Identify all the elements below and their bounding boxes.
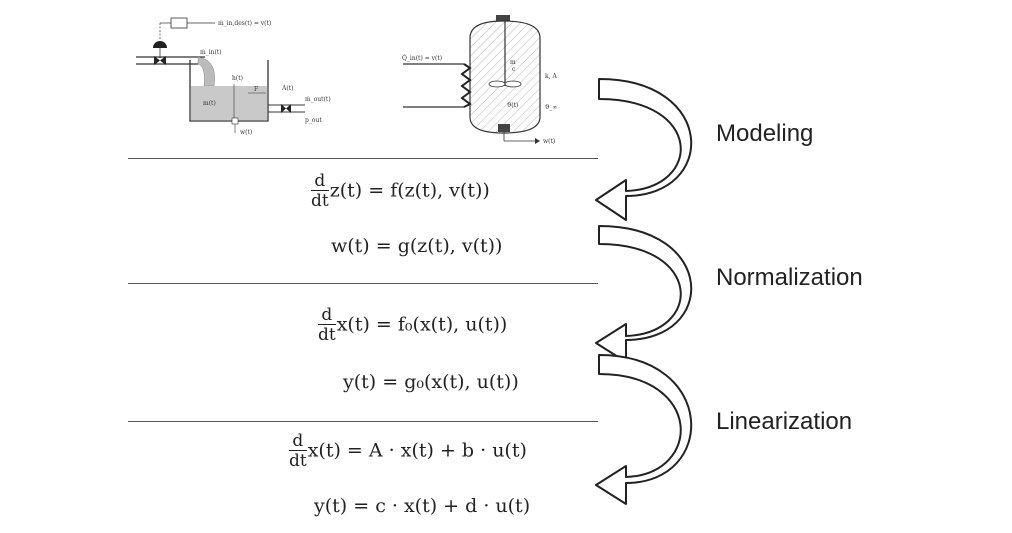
curved-arrow-normalization-icon bbox=[595, 225, 693, 363]
equation-linear-output: y(t) = c · x(t) + d · u(t) bbox=[314, 495, 531, 517]
frac-numerator: d bbox=[321, 305, 333, 325]
equation-nonlinear-output: w(t) = g(z(t), v(t)) bbox=[331, 235, 503, 257]
inlet-valve-icon bbox=[154, 56, 166, 65]
equation-normalized-state: d dt x(t) = f₀(x(t), u(t)) bbox=[318, 306, 507, 345]
equation-rhs: z(t) = f(z(t), v(t)) bbox=[329, 179, 490, 202]
step-label-linearization: Linearization bbox=[716, 408, 853, 435]
frac-denominator: dt bbox=[289, 450, 307, 471]
reactor-label-heat-in: Q̇_in(t) = v(t) bbox=[402, 55, 442, 62]
derivative-operator: d dt bbox=[289, 432, 307, 471]
tank-label-height: h(t) bbox=[232, 75, 243, 82]
tank-label-inflow: ṁ_in(t) bbox=[200, 49, 222, 56]
equation-linear-state: d dt x(t) = A · x(t) + b · u(t) bbox=[289, 432, 527, 471]
tank-schematic: ṁ_in,des(t) = v(t) ṁ_in(t) h(t) F m(t) A… bbox=[136, 17, 331, 136]
reactor-schematic: Q̇_in(t) = v(t) m c k, A ϑ(t) ϑ_∞ w(t) bbox=[402, 15, 557, 145]
separator-line bbox=[128, 158, 598, 159]
reactor-top-nozzle bbox=[496, 15, 510, 21]
actuator-box bbox=[170, 17, 188, 29]
derivative-operator: d dt bbox=[311, 172, 329, 211]
tank-label-mass: m(t) bbox=[203, 100, 216, 107]
valve-actuator-icon bbox=[153, 41, 167, 48]
outlet-valve-icon bbox=[281, 104, 291, 113]
reactor-label-m: m bbox=[510, 59, 516, 66]
equation-nonlinear-state: d dt z(t) = f(z(t), v(t)) bbox=[311, 172, 490, 211]
derivative-operator: d dt bbox=[318, 306, 336, 345]
reactor-label-theta-t: ϑ(t) bbox=[507, 102, 518, 109]
separator-line bbox=[128, 283, 598, 284]
stirrer-blade-icon bbox=[488, 80, 506, 88]
frac-numerator: d bbox=[292, 431, 304, 451]
step-label-normalization: Normalization bbox=[716, 264, 863, 291]
reactor-label-output: w(t) bbox=[543, 138, 555, 145]
step-label-modeling: Modeling bbox=[716, 120, 814, 147]
curved-arrow-modeling-icon bbox=[595, 78, 693, 221]
separator-line bbox=[128, 421, 598, 422]
tank-label-inflow-top: ṁ_in,des(t) = v(t) bbox=[218, 20, 271, 27]
reactor-label-k-a: k, A bbox=[545, 73, 557, 80]
frac-numerator: d bbox=[314, 171, 326, 191]
tank-label-outlet-area: A(t) bbox=[281, 85, 293, 92]
tank-fluid bbox=[191, 86, 267, 120]
equation-rhs: x(t) = f₀(x(t), u(t)) bbox=[336, 313, 508, 336]
tank-label-pressure: p_out bbox=[305, 117, 322, 124]
reactor-label-theta-inf: ϑ_∞ bbox=[545, 104, 557, 111]
frac-denominator: dt bbox=[318, 324, 336, 345]
equation-normalized-output: y(t) = g₀(x(t), u(t)) bbox=[343, 371, 519, 393]
tank-label-output: w(t) bbox=[240, 129, 252, 136]
curved-arrow-linearization-icon bbox=[595, 354, 693, 505]
equation-rhs: x(t) = A · x(t) + b · u(t) bbox=[307, 439, 527, 462]
heating-coil-icon bbox=[460, 63, 472, 108]
reactor-label-c: c bbox=[512, 66, 516, 73]
tank-label-outflow: ṁ_out(t) bbox=[305, 96, 331, 103]
tank-label-area-f: F bbox=[254, 86, 258, 93]
frac-denominator: dt bbox=[311, 190, 329, 211]
tank-wall bbox=[189, 60, 269, 122]
